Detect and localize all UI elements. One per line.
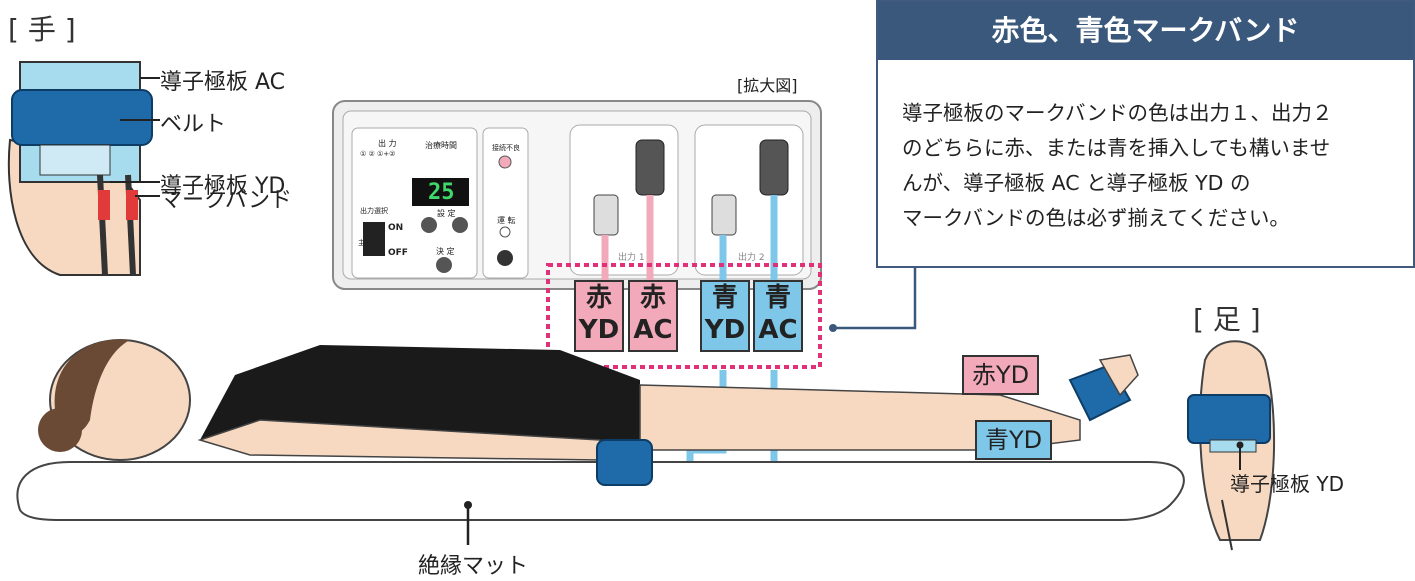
info-box-body: 導子極板のマークバンドの色は出力１、出力２ のどちらに赤、または青を挿入しても構…: [878, 60, 1413, 236]
hand-label-belt: ベルト: [160, 112, 227, 137]
hand-label-yd-plate: 導子極板 YD: [160, 174, 286, 199]
device-power-label: 主電源: [358, 239, 379, 247]
tag-red-yd-color: 赤: [585, 283, 612, 313]
device-time-label: 治療時間: [425, 141, 457, 150]
device-time-display: 25: [428, 180, 455, 205]
tag-blue-yd-type: YD: [704, 315, 746, 345]
foot-illustration: [1187, 340, 1276, 551]
device-run-label: 運 転: [497, 216, 516, 225]
insulation-mat: [16, 461, 1185, 521]
leg-tag-blue-yd: 青YD: [975, 420, 1053, 460]
device-decide-label: 決 定: [436, 247, 455, 256]
device-output-select-label: 出力選択: [360, 207, 388, 215]
device-output-options: ① ② ①+②: [360, 150, 396, 158]
info-box-title: 赤色、青色マークバンド: [878, 2, 1413, 60]
device-power-off: OFF: [388, 248, 408, 258]
info-line-2: のどちらに赤、または青を挿入しても構いませ: [902, 136, 1331, 160]
device-port2-label: 出力 2: [738, 253, 765, 263]
device-connect-error-label: 接続不良: [492, 144, 520, 152]
foot-section-title: [ 足 ]: [1193, 303, 1261, 336]
tag-blue-yd-color: 青: [711, 283, 738, 313]
info-line-4: マークバンドの色は必ず揃えてください。: [902, 206, 1290, 230]
hand-section-title: [ 手 ]: [8, 13, 76, 46]
device-output-label: 出 力: [378, 139, 397, 148]
device-port1-label: 出力 1: [618, 253, 645, 263]
hand-label-ac-plate: 導子極板 AC: [160, 70, 286, 95]
hand-label-mark-band: マークバンド: [160, 188, 293, 213]
tag-red-yd-type: YD: [578, 315, 620, 345]
info-line-3: んが、導子極板 AC と導子極板 YD の: [902, 171, 1251, 195]
tag-highlight-box: [546, 263, 822, 369]
device-unit: [332, 100, 822, 290]
info-box: 赤色、青色マークバンド 導子極板のマークバンドの色は出力１、出力２ のどちらに赤…: [876, 0, 1415, 268]
hand-illustration: [7, 61, 160, 276]
tag-red-ac-type: AC: [633, 315, 673, 345]
tag-blue-ac-color: 青: [764, 283, 791, 313]
info-connector-line: [833, 268, 917, 330]
enlarge-view-label: [拡大図]: [737, 76, 798, 95]
info-line-1: 導子極板のマークバンドの色は出力１、出力２: [902, 101, 1333, 125]
foot-label-yd-plate: 導子極板 YD: [1230, 472, 1344, 496]
leg-tag-red-yd: 赤YD: [962, 355, 1040, 395]
mat-label: 絶縁マット: [418, 554, 529, 579]
tag-red-ac-color: 赤: [639, 283, 666, 313]
patient-figure: [38, 339, 1139, 486]
device-setting-label: 設 定: [437, 209, 456, 218]
tag-blue-ac-type: AC: [758, 315, 798, 345]
device-power-on: ON: [388, 223, 404, 233]
